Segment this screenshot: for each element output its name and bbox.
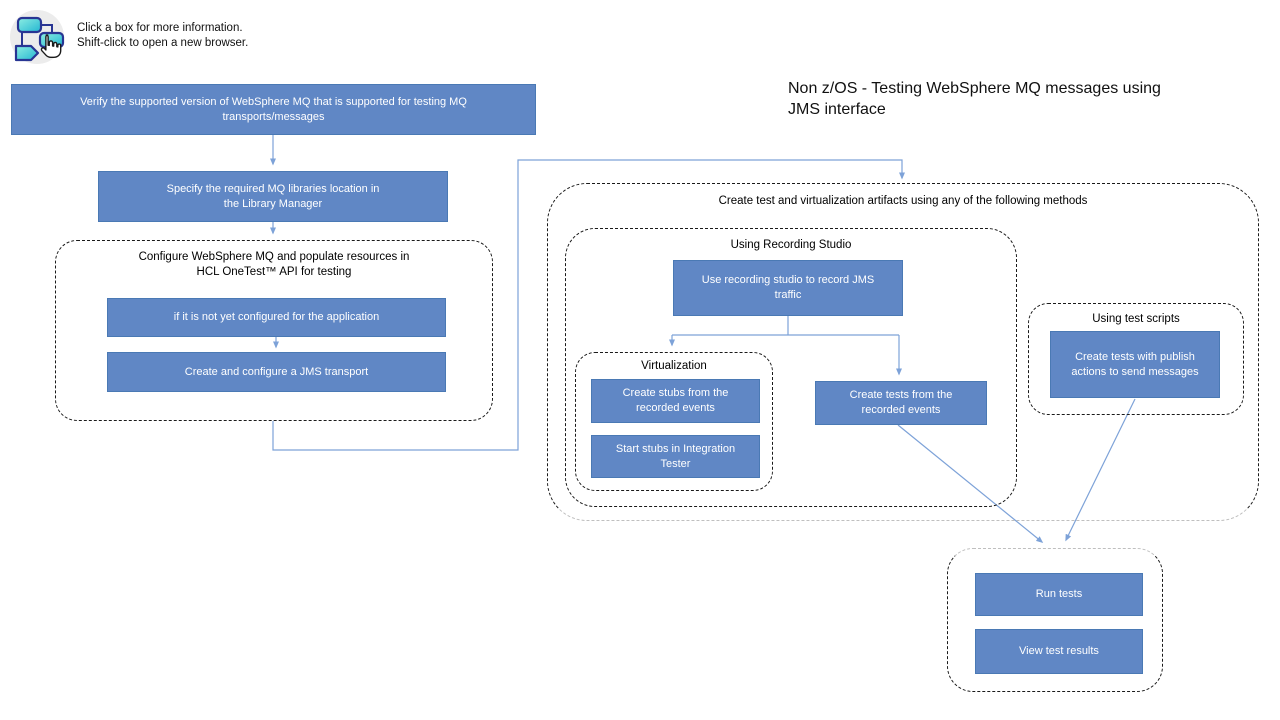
hand-cursor-icon [40, 34, 62, 59]
node-specify-mq-libraries[interactable]: Specify the required MQ libraries locati… [98, 171, 448, 222]
group-using-test-scripts: Using test scripts [1028, 303, 1244, 415]
header-instructions: Click a box for more information. Shift-… [77, 21, 248, 51]
node-create-tests-from-recorded[interactable]: Create tests from the recorded events [815, 381, 987, 425]
node-verify-supported-version[interactable]: Verify the supported version of WebSpher… [11, 84, 536, 135]
group-virtualization-label: Virtualization [641, 360, 707, 372]
instruction-line-1: Click a box for more information. [77, 22, 243, 34]
node-start-stubs[interactable]: Start stubs in Integration Tester [591, 435, 760, 478]
group-using-recording-studio-label: Using Recording Studio [730, 239, 852, 251]
node-use-recording-studio[interactable]: Use recording studio to record JMS traff… [673, 260, 903, 316]
group-create-artifacts: Create test and virtualization artifacts… [547, 183, 1259, 521]
node-if-not-configured[interactable]: if it is not yet configured for the appl… [107, 298, 446, 337]
instruction-line-2: Shift-click to open a new browser. [77, 37, 249, 49]
connector-configure-to-artifacts [272, 159, 905, 451]
connector-publish-to-run [1065, 398, 1136, 542]
page-title: Non z/OS - Testing WebSphere MQ messages… [788, 80, 1161, 118]
connector-create-tests-to-run [897, 424, 1044, 543]
node-create-stubs[interactable]: Create stubs from the recorded events [591, 379, 760, 423]
clickable-diagram-icon [8, 6, 66, 71]
group-run-and-view [947, 548, 1163, 692]
group-using-test-scripts-label: Using test scripts [1092, 313, 1180, 325]
node-create-jms-transport[interactable]: Create and configure a JMS transport [107, 352, 446, 392]
node-view-test-results[interactable]: View test results [975, 629, 1143, 674]
group-create-artifacts-label: Create test and virtualization artifacts… [718, 195, 1088, 207]
connector-recording-studio-split [672, 316, 899, 336]
node-create-tests-with-publish[interactable]: Create tests with publish actions to sen… [1050, 331, 1220, 398]
group-configure-websphere-mq: Configure WebSphere MQ and populate reso… [55, 240, 493, 421]
node-run-tests[interactable]: Run tests [975, 573, 1143, 616]
group-using-recording-studio: Using Recording Studio [565, 228, 1017, 507]
group-configure-websphere-mq-label: Configure WebSphere MQ and populate reso… [138, 251, 410, 278]
group-virtualization: Virtualization [575, 352, 773, 491]
